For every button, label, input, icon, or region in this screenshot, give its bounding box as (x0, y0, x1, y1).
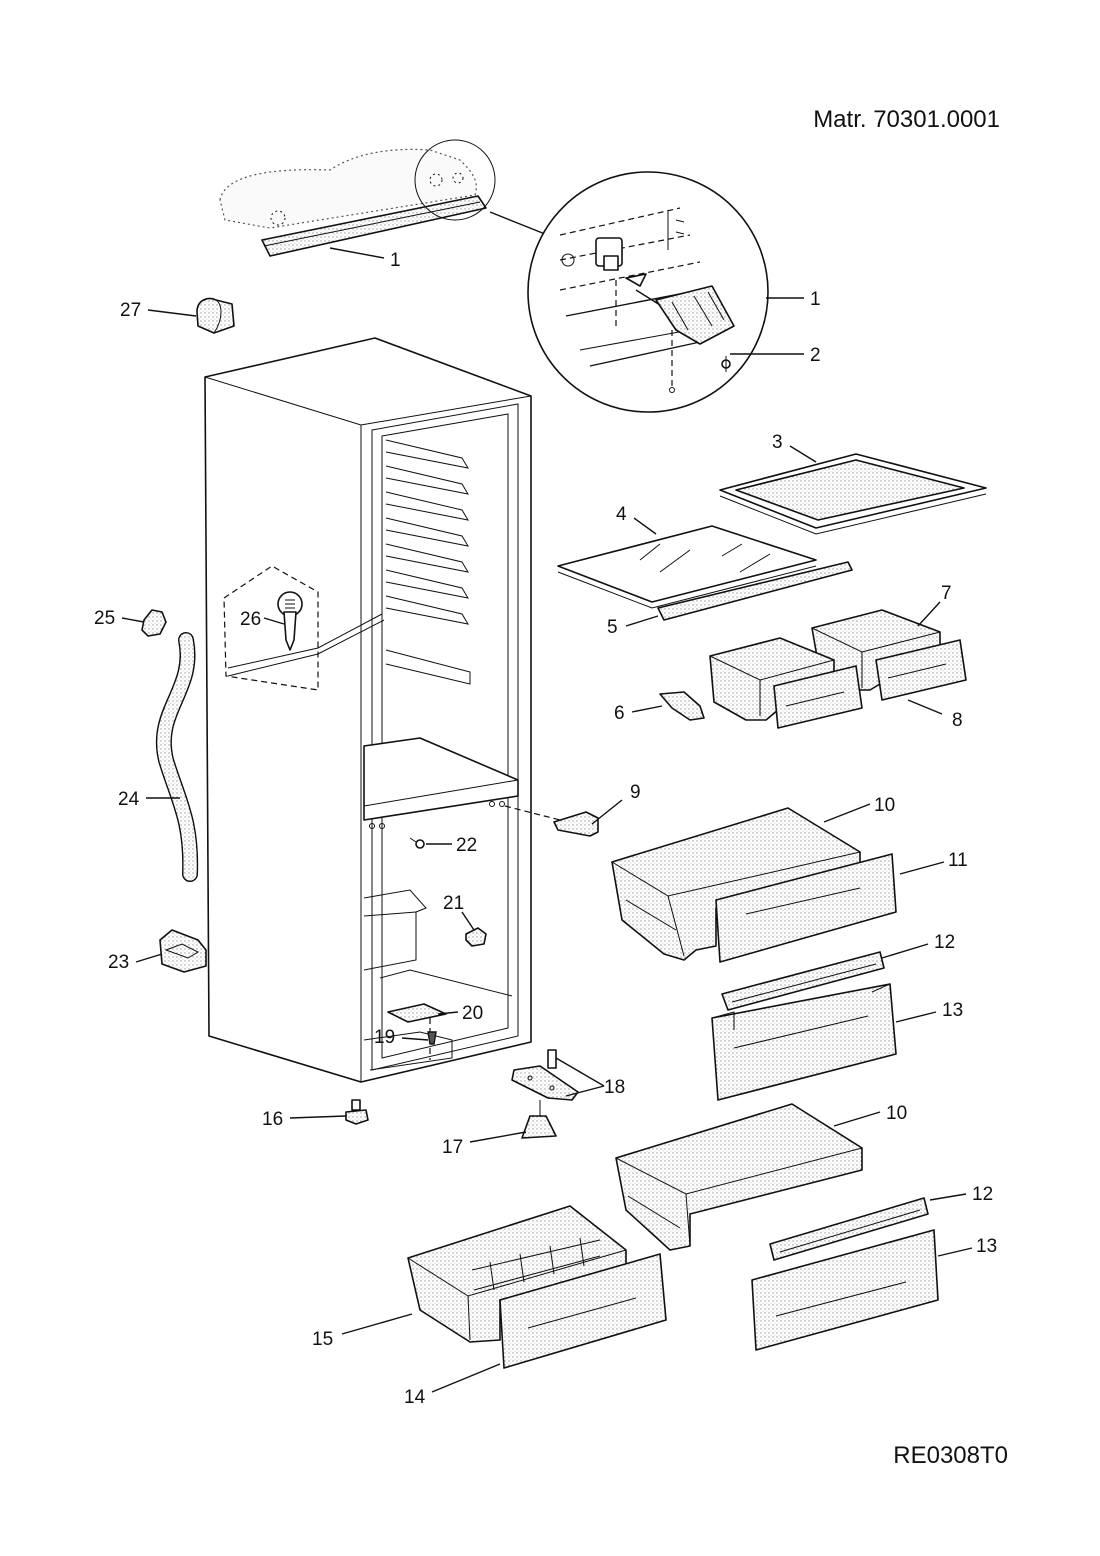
part-5-shelf-trim (657, 561, 853, 621)
callout-8: 8 (952, 710, 963, 731)
callout-2: 2 (810, 345, 821, 366)
part-26-detail (223, 565, 385, 691)
callout-25: 25 (94, 608, 115, 629)
callout-9: 9 (630, 782, 641, 803)
material-number: Matr. 70301.0001 (813, 106, 1000, 133)
callout-26: 26 (240, 609, 261, 630)
detail-magnifier (527, 171, 769, 413)
callout-21: 21 (443, 893, 464, 914)
part-4-glass-shelf (557, 525, 817, 609)
part-8-box-front (875, 639, 967, 701)
part-24-drain-hose (155, 632, 199, 882)
part-14-basket-front (499, 1253, 667, 1369)
detail-marker-circle (414, 139, 496, 221)
part-25-clip (141, 609, 167, 637)
callout-24: 24 (118, 789, 140, 810)
part-6-divider (659, 691, 705, 721)
part-3-shelf (719, 453, 987, 535)
part-13-panel-upper (711, 983, 897, 1101)
part-10-drawer-lower (615, 1103, 863, 1251)
part-12-strip-lower (769, 1197, 929, 1261)
part-17-cone-foot (521, 1115, 557, 1139)
callout-15: 15 (312, 1329, 333, 1350)
callout-10-lower: 10 (886, 1103, 907, 1124)
part-8b-box-front (773, 665, 863, 729)
callout-6: 6 (614, 703, 625, 724)
part-20-plate (387, 1003, 447, 1023)
top-cover-ghost (219, 148, 477, 229)
callout-10-upper: 10 (874, 795, 895, 816)
part-27-cap (196, 297, 235, 334)
callout-20: 20 (462, 1003, 483, 1024)
drawing-code: RE0308T0 (893, 1442, 1008, 1469)
callout-11: 11 (948, 850, 968, 871)
callout-1-trim: 1 (390, 250, 401, 271)
part-23-bracket (159, 929, 207, 973)
callout-27: 27 (120, 300, 141, 321)
callout-22: 22 (456, 835, 477, 856)
part-13-panel-lower (751, 1229, 939, 1351)
refrigerator-cabinet (204, 337, 561, 1083)
part-18-hinge-plate (511, 1049, 579, 1116)
callout-17: 17 (442, 1137, 463, 1158)
callout-13-upper: 13 (942, 1000, 963, 1021)
part-19-pin (427, 1031, 437, 1045)
part-16-foot (345, 1099, 369, 1125)
callout-14: 14 (404, 1387, 426, 1408)
callout-1-detail: 1 (810, 289, 821, 310)
callout-19: 19 (374, 1027, 395, 1048)
part-22-screw (409, 837, 425, 849)
callout-3: 3 (772, 432, 783, 453)
callout-12-lower: 12 (972, 1184, 993, 1205)
part-10-drawer-upper (611, 807, 861, 961)
callout-13-lower: 13 (976, 1236, 997, 1257)
part-12-strip-upper (721, 951, 885, 1011)
callout-5: 5 (607, 617, 618, 638)
callout-12-upper: 12 (934, 932, 955, 953)
callout-16: 16 (262, 1109, 283, 1130)
part-11-drawer-front (715, 853, 897, 963)
leader-lines (121, 247, 973, 1393)
callout-23: 23 (108, 952, 129, 973)
callout-7: 7 (941, 583, 952, 604)
part-9-hinge (553, 811, 599, 837)
callout-18: 18 (604, 1077, 625, 1098)
part-21-fastener (465, 927, 487, 947)
callout-4: 4 (616, 504, 627, 525)
callout-labels: 1 1 2 3 4 5 6 7 8 9 10 10 11 12 12 13 13… (94, 250, 997, 1408)
